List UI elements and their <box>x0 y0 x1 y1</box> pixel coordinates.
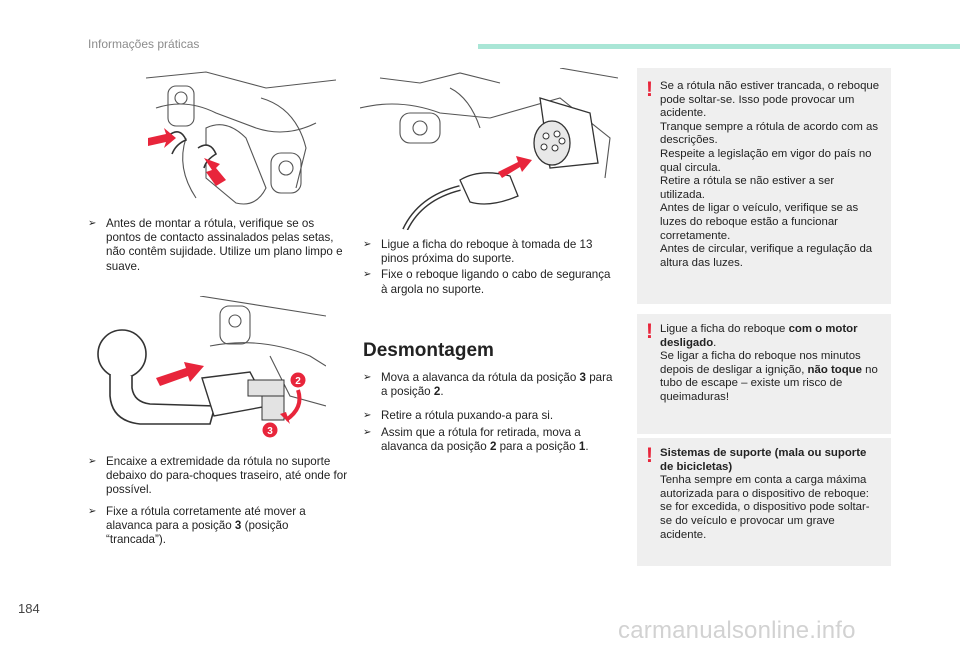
callout-3: 3 <box>267 426 273 437</box>
warning-text-part: Ligue a ficha do reboque <box>660 323 789 335</box>
bullet-icon: ➢ <box>88 505 97 517</box>
illustration-contact-points <box>146 68 336 218</box>
page-number: 184 <box>18 601 40 616</box>
instruction-text: . <box>440 385 444 399</box>
position-number: 3 <box>234 518 242 532</box>
list-item: ➢ Antes de montar a rótula, verifique se… <box>88 217 350 274</box>
list-item: ➢ Mova a alavanca da rótula da posição 3… <box>363 371 615 399</box>
bullet-icon: ➢ <box>363 426 372 438</box>
instruction-text: Antes de montar a rótula, verifique se o… <box>106 217 343 273</box>
bullet-icon: ➢ <box>88 218 97 229</box>
instruction-text: . <box>585 439 589 453</box>
warning-icon: ! <box>646 78 653 101</box>
illustration-socket <box>360 68 618 230</box>
instruction-text: Retire a rótula puxando-a para si. <box>381 409 554 423</box>
warning-box-lock: ! Se a rótula não estiver trancada, o re… <box>637 68 891 304</box>
warning-emphasis: com o motor desligado <box>660 323 858 349</box>
bullet-icon: ➢ <box>363 269 372 281</box>
warning-text: Se a rótula não estiver trancada, o rebo… <box>660 80 880 269</box>
illustration-tow-ball: 2 3 <box>90 296 326 441</box>
column-1-block-bottom: ➢ Encaixe a extremidade da rótula no sup… <box>88 455 350 554</box>
warning-emphasis: não toque <box>807 363 862 376</box>
column-2-block-top: ➢ Ligue a ficha do reboque à tomada de 1… <box>363 238 615 304</box>
running-header: Informações práticas <box>88 37 200 51</box>
instruction-text: para a posição <box>496 439 579 453</box>
callout-2: 2 <box>295 376 301 387</box>
warning-text: Ligue a ficha do reboque com o motor des… <box>660 323 881 405</box>
bullet-icon: ➢ <box>363 239 372 250</box>
warning-text-part: . Se ligar a ficha do reboque nos minuto… <box>660 336 861 376</box>
list-item: ➢ Fixe a rótula corretamente até mover a… <box>88 505 350 548</box>
list-item: ➢ Fixe o reboque ligando o cabo de segur… <box>363 268 615 296</box>
bullet-icon: ➢ <box>88 456 97 467</box>
column-1-block-top: ➢ Antes de montar a rótula, verifique se… <box>88 217 350 281</box>
column-2-block-bottom: ➢ Mova a alavanca da rótula da posição 3… <box>363 371 615 461</box>
instruction-text: para a posição <box>381 371 613 399</box>
warning-title: Sistemas de suporte (mala ou suporte de … <box>660 447 867 473</box>
instruction-text: Assim que a rótula for retirada, mova a … <box>381 425 581 453</box>
section-title: Desmontagem <box>363 340 494 361</box>
position-number: 3 <box>579 371 586 384</box>
position-number: 2 <box>489 439 497 453</box>
instruction-text: Fixe a rótula corretamente até mover a a… <box>106 504 306 532</box>
bullet-icon: ➢ <box>363 410 372 422</box>
header-accent-bar <box>478 44 960 49</box>
instruction-text: Mova a alavanca da rótula da posição <box>381 371 580 384</box>
instruction-text: Encaixe a extremidade da rótula no supor… <box>106 455 348 497</box>
list-item: ➢ Retire a rótula puxando-a para si. <box>363 409 615 423</box>
watermark: carmanualsonline.info <box>618 617 856 644</box>
instruction-text: Fixe o reboque ligando o cabo de seguran… <box>381 268 611 296</box>
warning-body: Tenha sempre em conta a carga máxima aut… <box>660 474 870 541</box>
instruction-text: Ligue a ficha do reboque à tomada de 13 … <box>381 238 593 266</box>
bullet-icon: ➢ <box>363 372 372 383</box>
list-item: ➢ Assim que a rótula for retirada, mova … <box>363 426 615 454</box>
list-item: ➢ Encaixe a extremidade da rótula no sup… <box>88 455 350 498</box>
warning-text: Sistemas de suporte (mala ou suporte de … <box>660 447 881 542</box>
warning-text-part: no tubo de escape – existe um risco de q… <box>660 363 878 403</box>
position-number: 1 <box>578 439 586 453</box>
warning-box-plug: ! Ligue a ficha do reboque com o motor d… <box>637 314 891 434</box>
warning-icon: ! <box>646 320 653 343</box>
position-number: 2 <box>433 385 441 399</box>
instruction-text: (posição “trancada”). <box>106 518 289 547</box>
warning-icon: ! <box>646 444 653 467</box>
warning-box-carrier: ! Sistemas de suporte (mala ou suporte d… <box>637 438 891 566</box>
list-item: ➢ Ligue a ficha do reboque à tomada de 1… <box>363 238 615 266</box>
